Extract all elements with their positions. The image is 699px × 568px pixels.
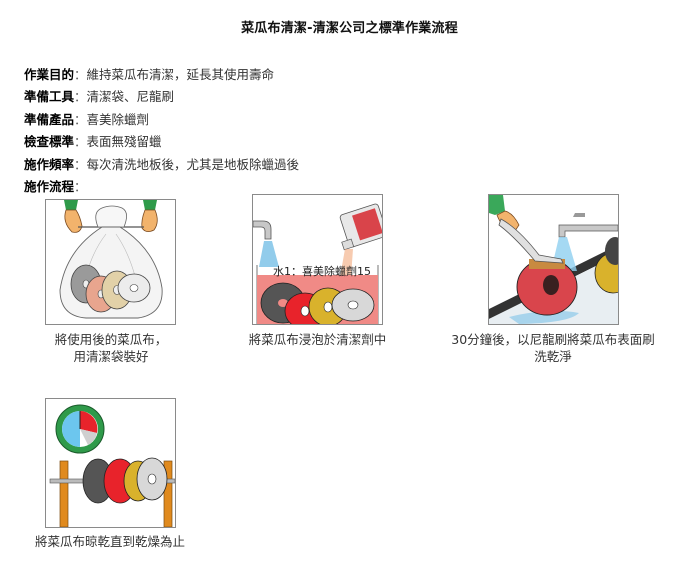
bag-illustration [59,200,163,319]
meta-value: 表面無殘留蠟 [86,134,162,150]
step-3-caption: 30分鐘後，以尼龍刷將菜瓜布表面刷 洗乾淨 [430,331,676,365]
meta-separator: ： [74,179,87,195]
step-3-image [488,194,619,325]
procedure-meta: 作業目的：維持菜瓜布清潔，延長其使用壽命 準備工具：清潔袋、尼龍刷 準備產品：喜… [24,64,299,198]
meta-value: 清潔袋、尼龍刷 [86,89,175,105]
step-4-caption: 將菜瓜布晾乾直到乾燥為止 [22,533,198,550]
meta-value: 喜美除蠟劑 [86,111,150,127]
caption-line: 30分鐘後，以尼龍刷將菜瓜布表面刷 [451,332,655,347]
meta-row-purpose: 作業目的：維持菜瓜布清潔，延長其使用壽命 [24,64,299,86]
step-2-image: 水1：喜美除蠟劑15 [252,194,383,325]
drying-illustration [49,404,175,527]
caption-line: 將菜瓜布晾乾直到乾燥為止 [34,534,185,549]
meta-separator: ： [74,111,87,127]
step-1-image [45,199,176,325]
soak-illustration [253,203,382,324]
caption-line: 將使用後的菜瓜布， [54,332,168,347]
page-title: 菜瓜布清潔-清潔公司之標準作業流程 [241,21,458,36]
step-2-caption: 將菜瓜布浸泡於清潔劑中 [232,331,403,348]
step-4-image [45,398,176,528]
caption-line: 將菜瓜布浸泡於清潔劑中 [248,332,387,347]
meta-row-tools: 準備工具：清潔袋、尼龍刷 [24,86,299,108]
caption-line: 用清潔袋裝好 [73,349,149,364]
caption-line: 洗乾淨 [534,349,572,364]
meta-row-inspection: 檢查標準：表面無殘留蠟 [24,131,299,153]
step-1-caption: 將使用後的菜瓜布， 用清潔袋裝好 [40,331,182,365]
meta-value: 維持菜瓜布清潔，延長其使用壽命 [86,67,275,82]
meta-separator: ： [74,134,87,150]
meta-key: 作業目的 [24,67,75,82]
dilution-label: 水1：喜美除蠟劑15 [273,265,371,278]
meta-key: 準備產品 [24,111,75,127]
meta-separator: ： [74,89,87,105]
meta-separator: ： [74,156,87,172]
meta-key: 準備工具 [24,89,75,105]
meta-key: 施作流程 [24,179,75,195]
brush-illustration [489,195,618,324]
meta-row-process: 施作流程： [24,176,299,198]
meta-row-product: 準備產品：喜美除蠟劑 [24,109,299,131]
meta-separator: ： [74,67,87,82]
meta-row-frequency: 施作頻率：每次清洗地板後，尤其是地板除蠟過後 [24,154,299,176]
meta-value: 每次清洗地板後，尤其是地板除蠟過後 [86,156,300,172]
meta-key: 檢查標準 [24,134,75,150]
meta-key: 施作頻率 [24,156,75,172]
